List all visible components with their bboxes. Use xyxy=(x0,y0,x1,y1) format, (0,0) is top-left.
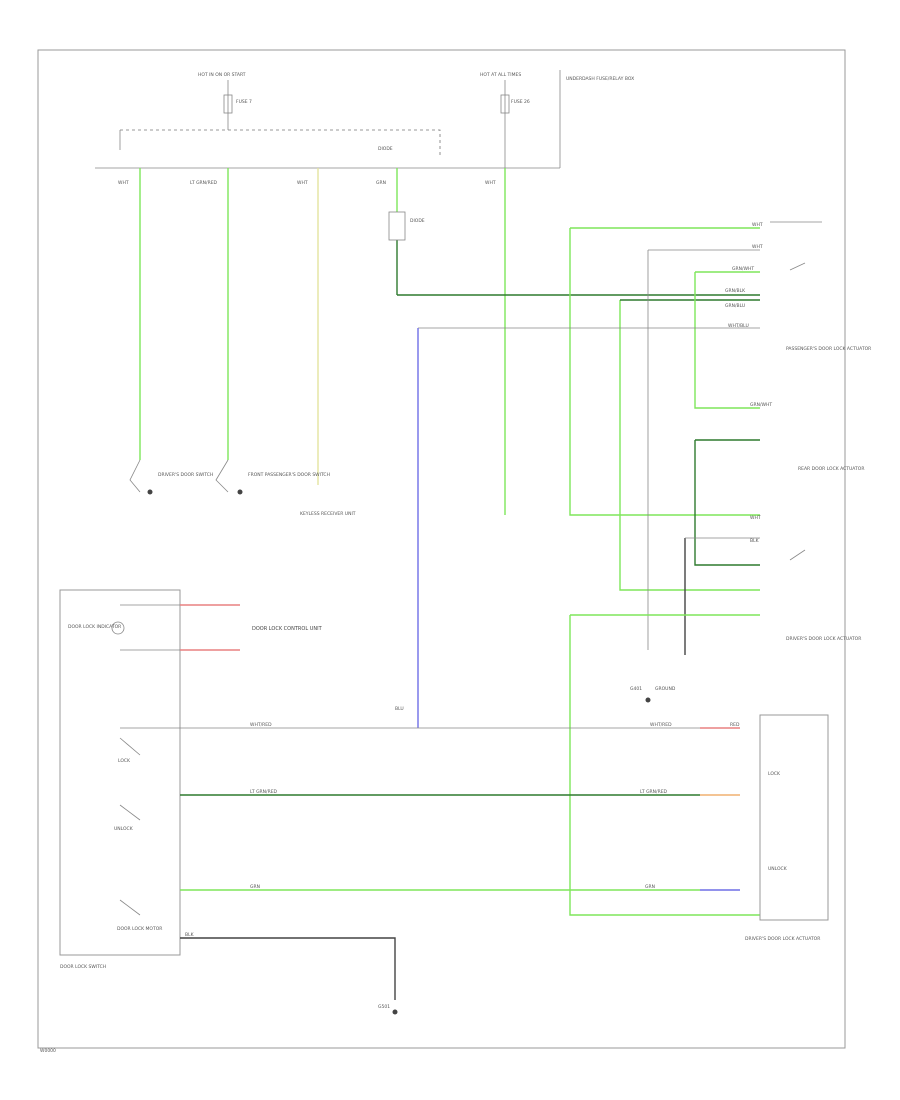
fuse-box-outline xyxy=(120,129,441,155)
label-lock: LOCK xyxy=(118,758,131,764)
label-door-switch: DRIVER'S DOOR SWITCH xyxy=(158,472,213,478)
wire-left-outer xyxy=(569,615,760,916)
left-actuator-box xyxy=(759,714,829,921)
label-diode-head: DIODE xyxy=(378,146,393,152)
label-main-switch: DOOR LOCK SWITCH xyxy=(60,964,106,970)
label-grn-3: GRN xyxy=(645,884,655,890)
label-rear-actuator: REAR DOOR LOCK ACTUATOR xyxy=(798,466,864,472)
label-grnblk-1: GRN/BLK xyxy=(725,288,746,294)
indicator-lamp xyxy=(111,621,125,635)
label-keyless: KEYLESS RECEIVER UNIT xyxy=(300,511,356,517)
wire-dk-grn-2 xyxy=(694,440,760,566)
label-whtblu-1: WHT/BLU xyxy=(728,323,749,329)
label-hot-left: HOT IN ON OR START xyxy=(198,72,246,78)
wire-right-mid xyxy=(694,272,760,409)
diagram-frame xyxy=(37,49,846,1049)
ground-g401 xyxy=(645,697,651,703)
label-fuse-box-note: UNDERDASH FUSE/RELAY BOX xyxy=(566,76,634,82)
label-footer: W0000 xyxy=(40,1048,56,1054)
label-grnwht-2: GRN/WHT xyxy=(750,402,772,408)
door-switch-contact xyxy=(129,459,141,493)
label-whtred-2: WHT/RED xyxy=(650,722,672,728)
label-left-actuator: DRIVER'S DOOR LOCK ACTUATOR xyxy=(786,636,861,642)
label-wht-1: WHT xyxy=(118,180,129,186)
ground-g501 xyxy=(392,1009,398,1015)
label-blk-2: BLK xyxy=(185,932,195,938)
label-ltgrnred-1: LT GRN/RED xyxy=(190,180,218,186)
switch-right-1 xyxy=(789,262,806,271)
label-grnwht-1: GRN/WHT xyxy=(732,266,754,272)
switch-lock-contact xyxy=(119,737,141,756)
diode-symbol xyxy=(388,211,406,241)
label-grn-2: GRN xyxy=(250,884,260,890)
label-motor: DOOR LOCK MOTOR xyxy=(117,926,162,932)
label-ltgrnred-2: LT GRN/RED xyxy=(250,789,278,795)
label-hot-right: HOT AT ALL TIMES xyxy=(480,72,521,78)
label-grnblu-1: GRN/BLU xyxy=(725,303,745,309)
label-indicator: DOOR LOCK INDICATOR xyxy=(68,624,121,630)
label-ground-note: GROUND xyxy=(655,686,676,692)
front-pass-contact xyxy=(215,459,229,493)
switch-motor-contact xyxy=(119,899,141,916)
label-wht-6: WHT xyxy=(750,515,761,521)
label-wht-4: WHT xyxy=(752,222,763,228)
label-blu-1: BLU xyxy=(395,706,404,712)
label-wht-5: WHT xyxy=(752,244,763,250)
switch-unlock-contact xyxy=(119,804,141,821)
label-ground: G401 xyxy=(630,686,642,692)
label-ctrl-unit: DOOR LOCK CONTROL UNIT xyxy=(252,626,323,632)
label-diode: DIODE xyxy=(410,218,425,224)
wire-right-outer xyxy=(569,228,760,516)
label-fuse-right: FUSE 26 xyxy=(511,99,530,105)
door-switch-ground xyxy=(147,489,153,495)
label-unlock: UNLOCK xyxy=(114,826,134,832)
wire-blk-ground xyxy=(180,937,396,1000)
label-wht-2: WHT xyxy=(297,180,308,186)
label-lock-2: LOCK xyxy=(768,771,781,777)
label-fuse-left: FUSE 7 xyxy=(236,99,252,105)
label-grn-1: GRN xyxy=(376,180,386,186)
label-ground2: G501 xyxy=(378,1004,390,1010)
label-front-pass: FRONT PASSENGER'S DOOR SWITCH xyxy=(248,472,330,478)
fuse-left-symbol xyxy=(223,94,233,114)
label-ltgrnred-3: LT GRN/RED xyxy=(640,789,668,795)
label-red-1: RED xyxy=(730,722,740,728)
label-whtred-1: WHT/RED xyxy=(250,722,272,728)
label-right-actuator: PASSENGER'S DOOR LOCK ACTUATOR xyxy=(786,346,871,352)
label-blk-1: BLK xyxy=(750,538,760,544)
wire-grnblu-loop xyxy=(619,300,760,591)
front-pass-ground xyxy=(237,489,243,495)
fuse-right-symbol xyxy=(500,94,510,114)
label-unlock-2: UNLOCK xyxy=(768,866,788,872)
label-actuator-bottom: DRIVER'S DOOR LOCK ACTUATOR xyxy=(745,936,820,942)
switch-right-2 xyxy=(789,549,806,561)
label-wht-3: WHT xyxy=(485,180,496,186)
door-lock-switch-box xyxy=(59,589,181,956)
